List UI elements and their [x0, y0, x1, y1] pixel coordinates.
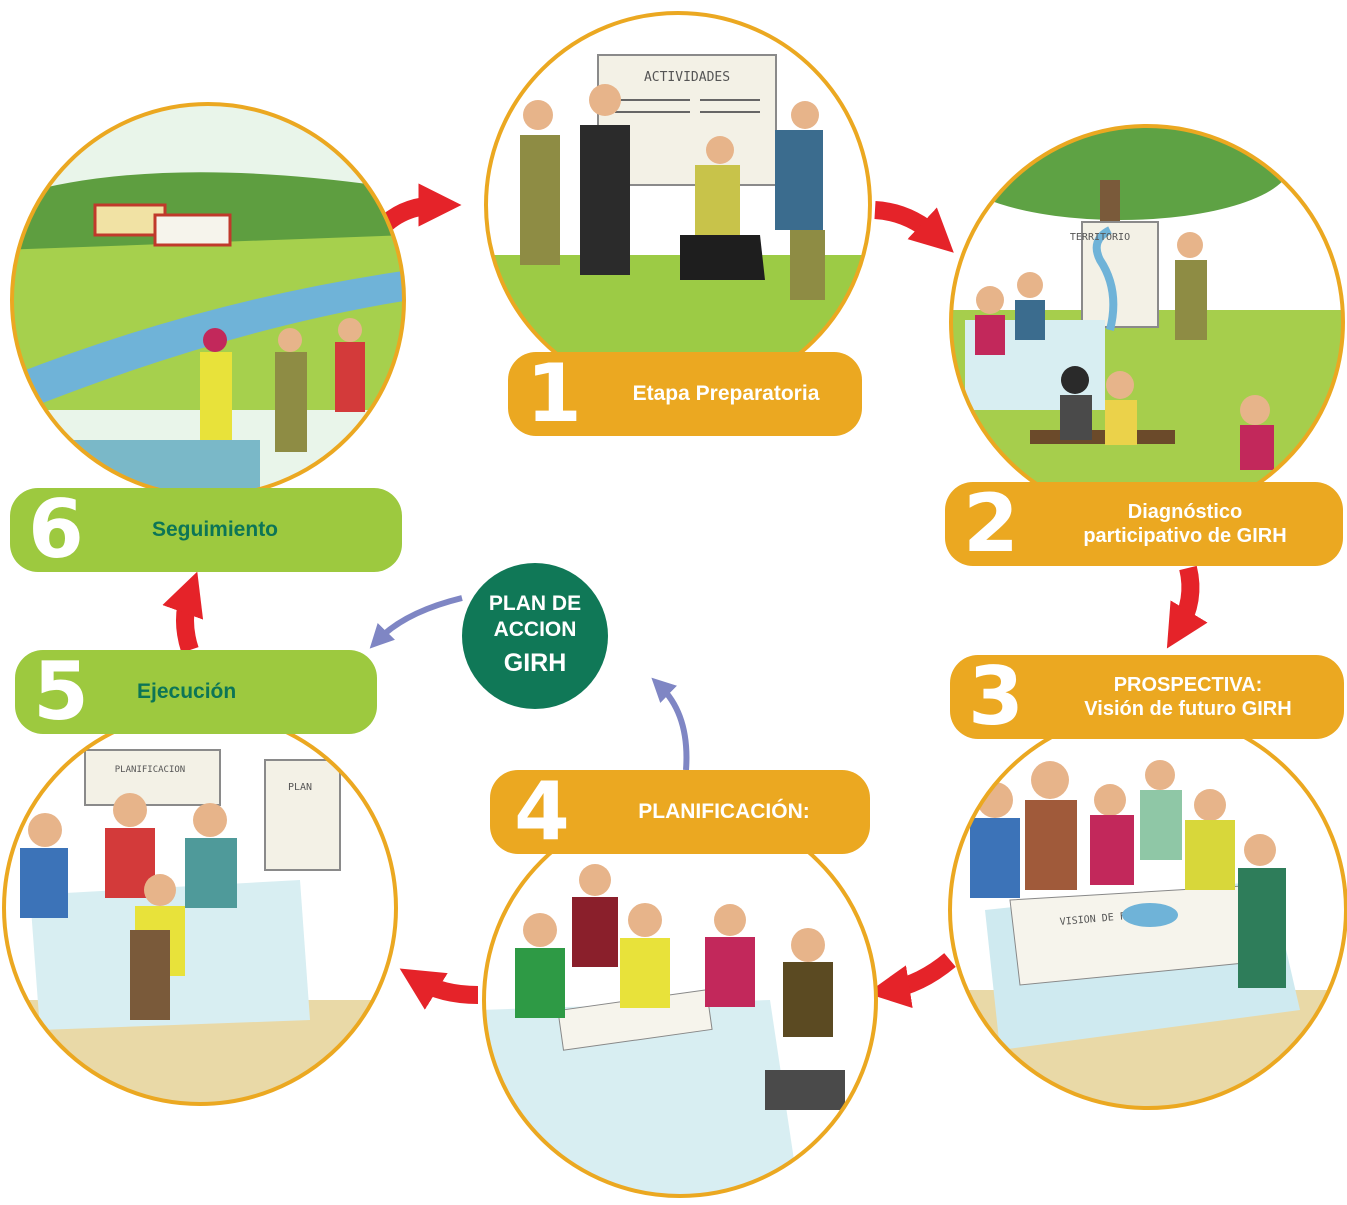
center-line1: PLAN DE	[488, 592, 582, 616]
step-3-number: 3	[968, 650, 1024, 743]
board-territorio-text: TERRITORIO	[1070, 232, 1130, 243]
step-1-pill: 1 Etapa Preparatoria	[508, 352, 862, 436]
illustration-circle-2: TERRITORIO	[949, 124, 1345, 520]
illustration-circle-4	[482, 802, 878, 1198]
arrow-plan-to-5	[369, 595, 463, 649]
arrow-4-to-5	[399, 968, 479, 1010]
arrow-5-to-6	[162, 571, 204, 653]
step-1-label: Etapa Preparatoria	[632, 382, 820, 406]
illustration-circle-5: PLANIFICACION PLAN	[2, 710, 398, 1106]
step-4-number: 4	[514, 765, 570, 858]
step-1-number: 1	[526, 347, 582, 440]
board-actividades-text: ACTIVIDADES	[644, 70, 730, 85]
step-6-label: Seguimiento	[152, 518, 279, 542]
illustration-circle-1: ACTIVIDADES	[484, 11, 872, 399]
step-2-label-line1: Diagnóstico	[1127, 501, 1243, 523]
arrow-1-to-2	[874, 201, 954, 253]
step-6-number: 6	[28, 483, 84, 576]
center-line3: GIRH	[503, 648, 567, 677]
step-4-label: PLANIFICACIÓN:	[638, 800, 810, 824]
illustration-circle-6	[10, 102, 406, 498]
step-2-pill: 2 Diagnóstico participativo de GIRH	[945, 482, 1343, 566]
step-5-pill: 5 Ejecución	[15, 650, 377, 734]
step-3-label: PROSPECTIVA: Visión de futuro GIRH	[1032, 673, 1344, 721]
step-2-label-line2: participativo de GIRH	[1083, 525, 1287, 547]
step-5-number: 5	[33, 645, 89, 738]
board-planificacion-text: PLANIFICACION	[115, 765, 185, 775]
step-6-pill: 6 Seguimiento	[10, 488, 402, 572]
illustration-circle-3: VISION DE FUTURO	[948, 710, 1347, 1110]
board-plan-text: PLAN	[288, 782, 312, 793]
step-2-number: 2	[963, 477, 1019, 570]
center-line2: ACCION	[493, 617, 577, 641]
arrow-3-to-4	[866, 952, 956, 1008]
arrow-2-to-3	[1166, 565, 1208, 649]
step-2-label: Diagnóstico participativo de GIRH	[1027, 500, 1343, 548]
step-3-pill: 3 PROSPECTIVA: Visión de futuro GIRH	[950, 655, 1344, 739]
step-3-label-line1: PROSPECTIVA:	[1113, 674, 1263, 696]
step-5-label: Ejecución	[137, 680, 237, 704]
step-3-label-line2: Visión de futuro GIRH	[1084, 698, 1292, 720]
step-4-pill: 4 PLANIFICACIÓN:	[490, 770, 870, 854]
arrow-4-to-plan	[651, 677, 690, 771]
plan-de-accion-circle: PLAN DE ACCION GIRH	[462, 563, 608, 709]
